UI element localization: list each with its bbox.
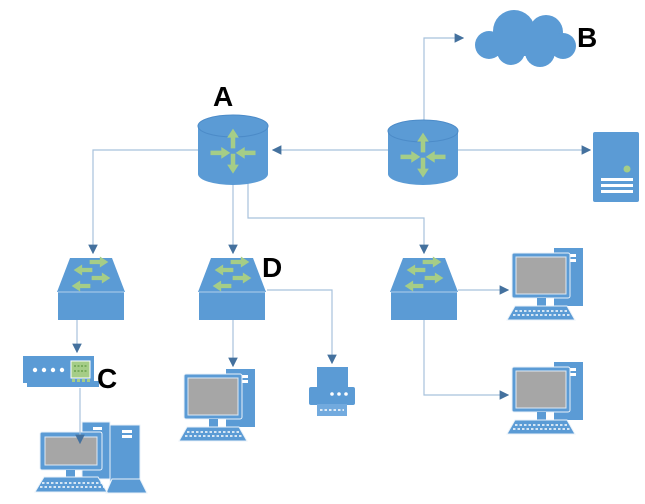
cloud-icon bbox=[475, 10, 576, 67]
router-a-icon bbox=[197, 114, 269, 185]
link-router-a-switch-right bbox=[247, 183, 429, 255]
server-icon bbox=[593, 132, 639, 202]
workstation-pair-icon bbox=[34, 421, 148, 494]
label-device-c: C bbox=[97, 363, 117, 394]
printer-button bbox=[344, 392, 348, 396]
server-led bbox=[623, 165, 631, 173]
switch-left-icon bbox=[57, 256, 125, 320]
monitor-screen bbox=[44, 436, 98, 466]
printer-icon bbox=[309, 367, 355, 416]
link-router-right-cloud bbox=[423, 33, 465, 128]
workstation-right-bottom-icon bbox=[506, 361, 584, 435]
port-panel bbox=[70, 360, 91, 379]
led-light bbox=[32, 367, 38, 373]
led-light bbox=[50, 367, 56, 373]
switch-d-icon bbox=[198, 256, 266, 320]
workstation-right-top-icon bbox=[506, 247, 584, 321]
keyboard bbox=[34, 476, 108, 493]
label-switch-d: D bbox=[262, 252, 282, 283]
led-light bbox=[59, 367, 65, 373]
led-light bbox=[41, 367, 47, 373]
label-cloud-b: B bbox=[577, 22, 597, 53]
workstation-middle-icon bbox=[178, 368, 256, 442]
switch-right-icon bbox=[390, 256, 458, 320]
device-c-icon bbox=[23, 356, 99, 387]
connectors bbox=[72, 33, 592, 400]
label-router-a: A bbox=[213, 81, 233, 112]
link-switch-right-workstation-bottom bbox=[423, 320, 510, 400]
link-switch-d-printer bbox=[267, 289, 337, 365]
link-router-a-switch-left bbox=[88, 149, 198, 255]
printer-button bbox=[330, 392, 334, 396]
router-right-icon bbox=[387, 119, 459, 185]
printer-button bbox=[337, 392, 341, 396]
